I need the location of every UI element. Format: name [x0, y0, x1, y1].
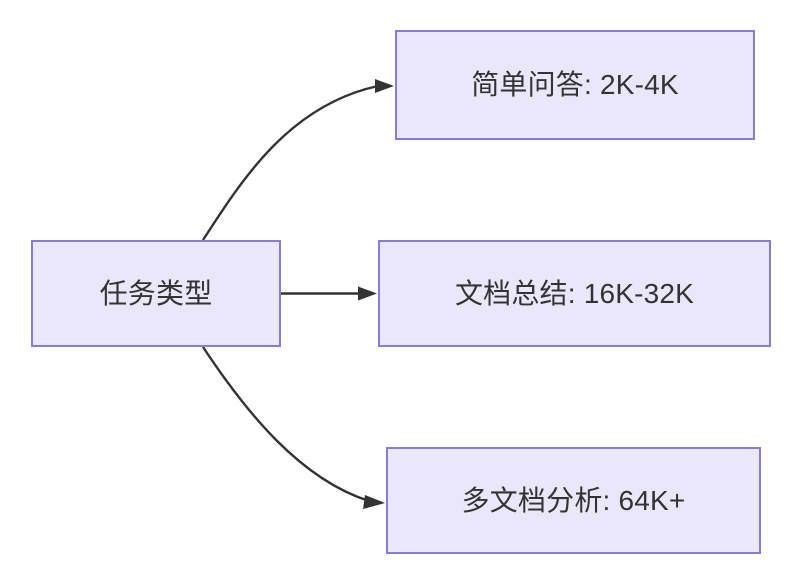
node-multi-document-analysis[interactable]: 多文档分析: 64K+ [386, 447, 761, 554]
node-simple-qa[interactable]: 简单问答: 2K-4K [395, 30, 755, 140]
node-document-summary[interactable]: 文档总结: 16K-32K [378, 240, 771, 347]
arrow-head-doc-sum [358, 286, 377, 301]
node-task-type-label: 任务类型 [99, 277, 213, 309]
edge-root-to-simple-qa [201, 79, 394, 241]
arrow-head-multi-doc [363, 495, 385, 509]
edge-root-to-multi-doc-path [201, 346, 370, 503]
node-simple-qa-label: 简单问答: 2K-4K [471, 69, 679, 101]
node-multi-document-analysis-label: 多文档分析: 64K+ [461, 484, 686, 516]
edge-root-to-multi-doc [201, 346, 385, 509]
node-document-summary-label: 文档总结: 16K-32K [454, 277, 695, 309]
arrow-head-simple-qa [375, 79, 394, 93]
edge-root-to-doc-sum [281, 286, 377, 301]
edge-root-to-simple-qa-path [201, 84, 379, 241]
node-task-type[interactable]: 任务类型 [31, 240, 281, 347]
